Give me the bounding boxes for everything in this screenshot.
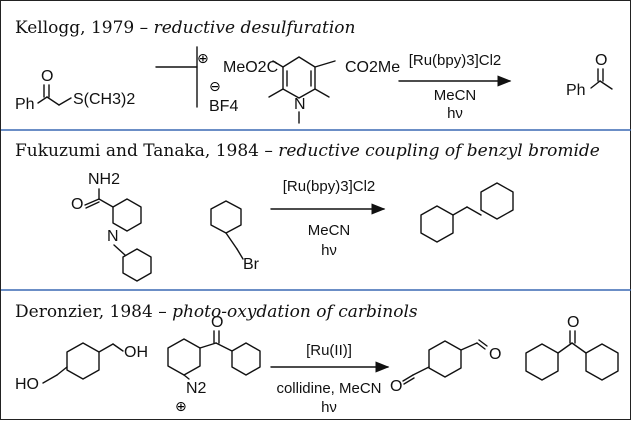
section-deronzier: Deronzier, 1984 – photo-oxydation of car… [15,302,619,416]
benzophenone-structure: O [525,314,619,381]
ester-left-label: MeO2C [223,59,278,76]
bond [466,206,482,216]
benzoyl-phenyl-ring [231,342,261,376]
product-phenyl-label: Ph [566,82,586,99]
section-3-title: Deronzier, 1984 – photo-oxydation of car… [15,302,418,322]
ester-right-label: CO2Me [345,59,400,76]
benzene-ring [66,342,100,380]
bond [113,244,126,256]
bond [46,96,60,106]
phenyl-ring-right [585,343,619,381]
bond [460,342,478,351]
plus-charge: ⊕ [197,50,209,66]
phenyl-ring-left [525,343,559,381]
phenyl-label: Ph [15,96,35,113]
acetophenone-structure: O Ph [566,52,613,99]
section-kellogg: Kellogg, 1979 – reductive desulfuration … [15,18,613,124]
bond [98,198,114,208]
bond [314,60,336,68]
light-label: hν [447,105,463,122]
bond [412,366,430,376]
bond [42,374,58,384]
counterion-label: BF4 [209,98,238,115]
phenyl-ring [210,200,242,234]
hantzsch-ester-structure: MeO2C CO2Me N [223,56,400,124]
dihydropyridine-ring [282,56,316,99]
benzene-ring [428,340,462,378]
bond [84,198,100,206]
bond [225,232,238,250]
bond [112,343,124,352]
carbonyl-oxygen-label: O [41,68,53,85]
bond [268,88,284,98]
bond [215,342,233,352]
amide-nh2-label: NH2 [88,171,120,188]
diazonium-ring [167,338,201,376]
amide-oxygen-label: O [71,196,83,213]
section-2-title: Fukuzumi and Tanaka, 1984 – reductive co… [15,141,600,161]
benzoyl-diazonium-structure: O N2 ⊕ [167,314,261,414]
benzophenone-oxygen-label: O [567,314,579,331]
bond [452,206,468,216]
catalyst-label: [Ru(bpy)3]Cl2 [283,178,376,195]
bromide-label: Br [243,256,260,273]
amine-nitrogen-label: N [294,96,306,113]
bond [98,343,114,353]
bond [183,374,190,380]
hydroxyl-left-label: HO [15,376,39,393]
solvent-label: MeCN [434,87,477,104]
pyridine-ring [112,198,142,232]
bond [37,96,48,104]
ketone-oxygen-label: O [211,314,223,331]
catalyst-label: [Ru(bpy)3]Cl2 [409,52,502,69]
bond [476,342,486,350]
bond [199,342,217,349]
bond [402,374,414,382]
reaction-arrow-3: [Ru(II)] collidine, MeCN hν [270,342,390,416]
solvent-label: MeCN [308,222,351,239]
light-label: hν [321,399,337,416]
solvent-label: collidine, MeCN [276,380,381,397]
phenyl-ring-left [420,205,454,243]
section-fukuzumi: Fukuzumi and Tanaka, 1984 – reductive co… [15,141,600,282]
phenyl-ring-right [480,182,514,220]
sulfonium-label: S(CH3)2 [73,91,135,108]
hydroxyl-right-label: OH [124,344,148,361]
bond [85,201,100,209]
reaction-arrow-1: [Ru(bpy)3]Cl2 MeCN hν [398,52,512,122]
product-oxygen-label: O [595,52,607,69]
aldehyde-oxygen-left-label: O [390,378,402,395]
diazonium-plus-charge: ⊕ [175,398,187,414]
bond [557,342,573,354]
bond [590,80,601,89]
bond [571,342,587,354]
bond [314,88,330,98]
benzyl-nicotinamide-structure: NH2 O N [71,171,152,282]
diazonium-label: N2 [186,380,207,397]
bond [403,377,415,385]
section-1-title: Kellogg, 1979 – reductive desulfuration [15,18,355,38]
bond [272,60,284,68]
aldehyde-oxygen-right-label: O [489,346,501,363]
bibenzyl-structure [420,182,514,243]
bond [236,248,244,260]
terephthalaldehyde-structure: O O [390,339,501,395]
minus-charge: ⊖ [209,78,221,94]
bond [56,366,68,376]
benzyl-phenyl-ring [122,248,152,282]
pyridinium-nitrogen-label: N [107,228,119,245]
reaction-arrow-2: [Ru(bpy)3]Cl2 MeCN hν [270,178,386,259]
benzyl-bromide-structure: Br [210,200,260,273]
bond [478,339,488,347]
bond [58,97,72,106]
light-label: hν [321,242,337,259]
catalyst-label: [Ru(II)] [306,342,352,359]
phenacyl-sulfonium-structure: O Ph S(CH3)2 ⊕ ⊖ BF4 [15,46,238,115]
benzenedimethanol-structure: HO OH [15,342,148,393]
bond [599,80,613,90]
